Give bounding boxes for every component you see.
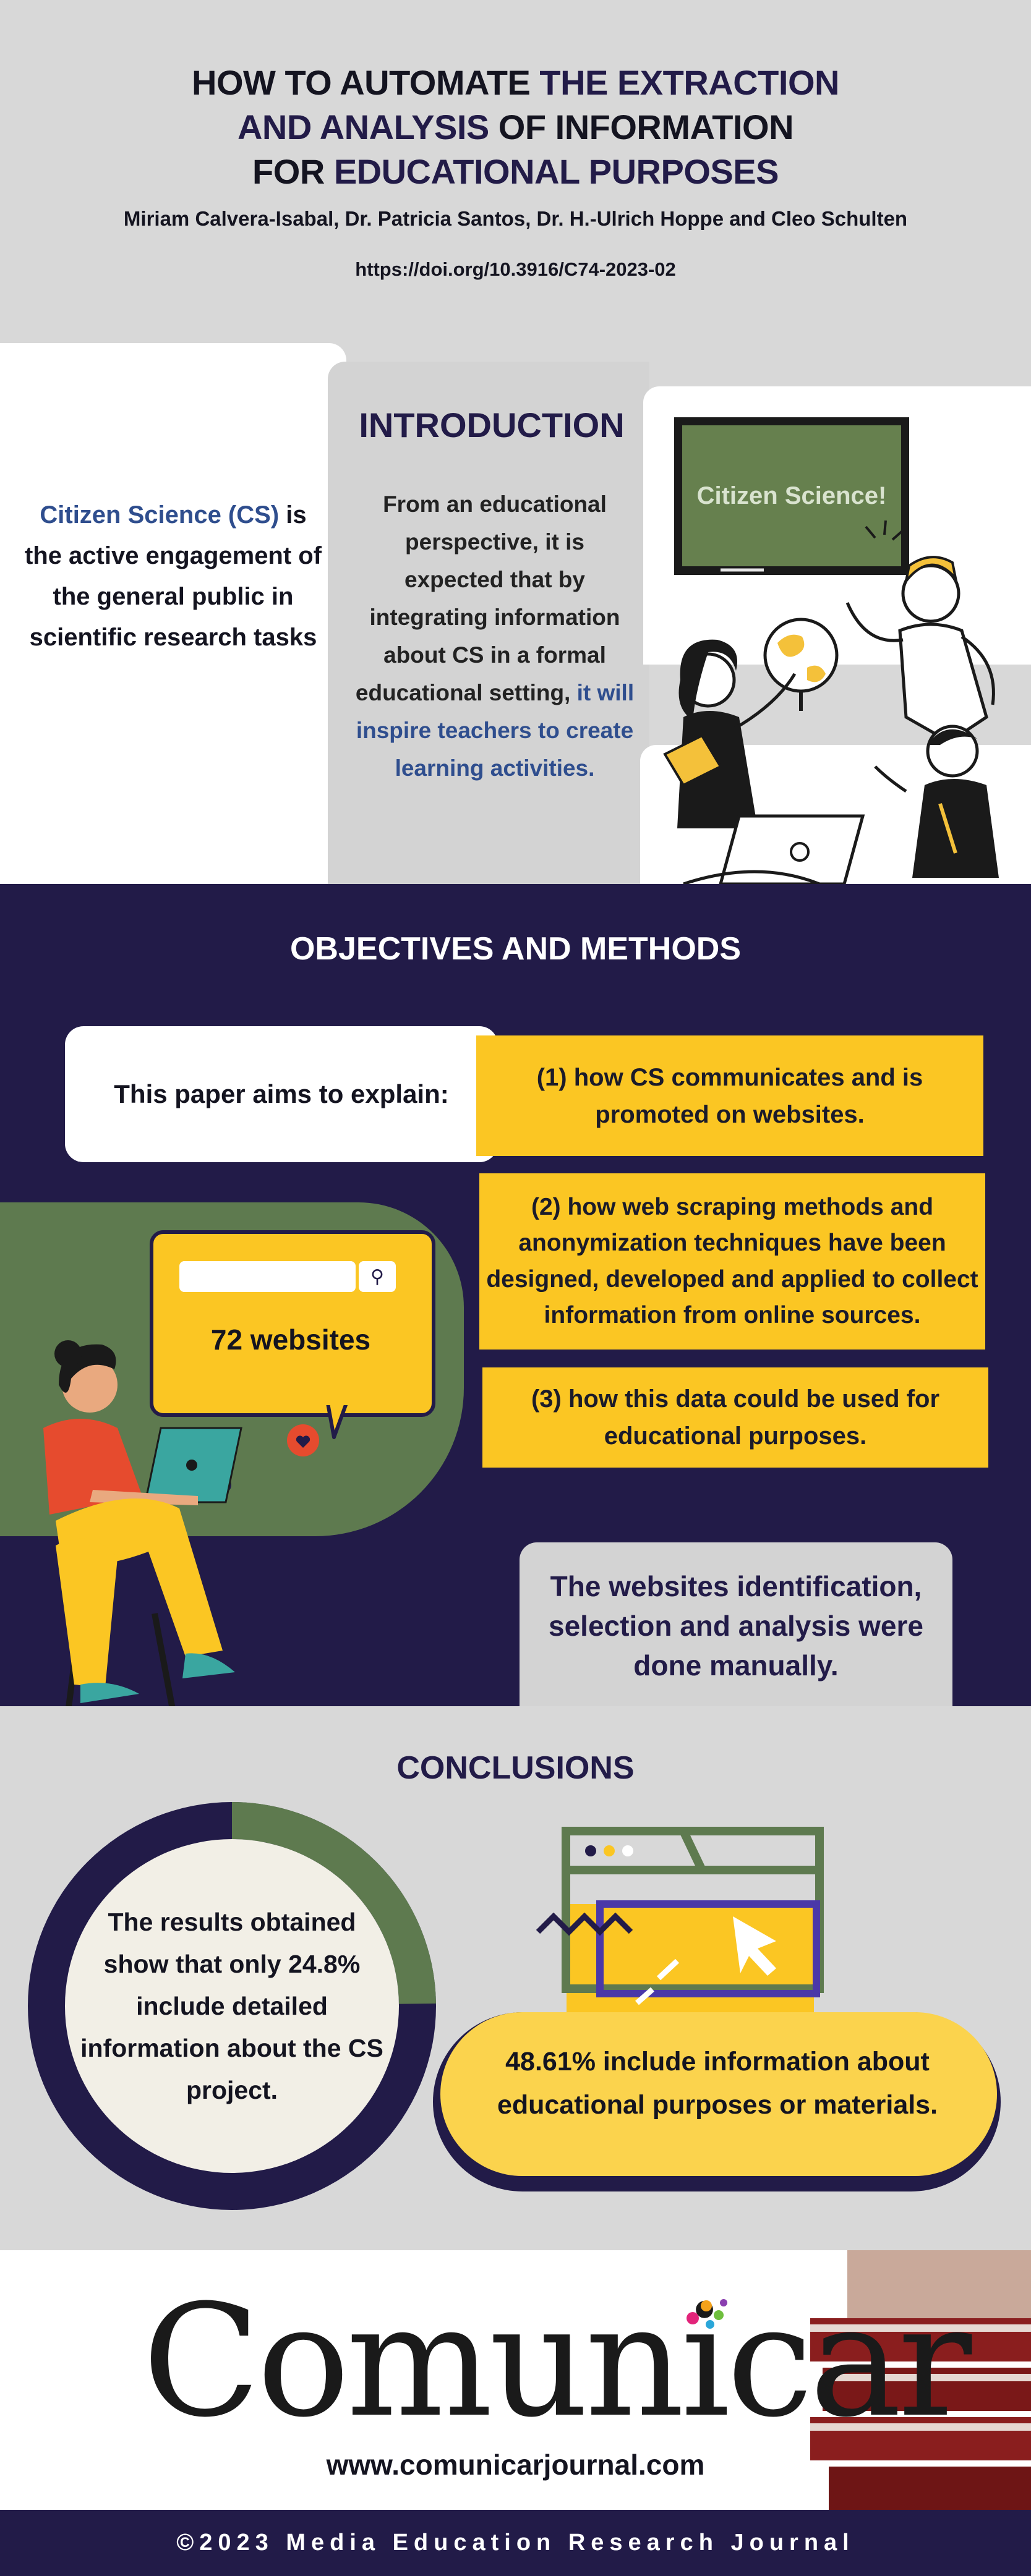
result-ring-progress-arc [28,1802,436,2210]
logo-dots-icon [687,2299,727,2329]
title-line3-dark: FOR [252,152,334,191]
title-line1-dark: HOW TO AUTOMATE [192,63,540,102]
page-title: HOW TO AUTOMATE THE EXTRACTION AND ANALY… [0,61,1031,194]
title-line2-dark: OF INFORMATION [489,108,794,147]
introduction-title: INTRODUCTION [359,406,625,444]
folder-icon [663,734,722,787]
student-body-icon [912,779,999,878]
introduction-text: From an educational perspective, it is e… [353,485,637,787]
comunicar-logo: Comunicar [142,2271,972,2451]
journal-website[interactable]: www.comunicarjournal.com [326,2449,705,2481]
speech-bubble-tail-icon [325,1403,350,1439]
definition-card [0,343,346,884]
objective-1: (1) how CS communicates and is promoted … [476,1035,983,1156]
objectives-title: OBJECTIVES AND METHODS [289,931,742,967]
objective-3: (3) how this data could be used for educ… [482,1367,988,1468]
aim-statement: This paper aims to explain: [65,1026,498,1162]
cursor-arrow-icon [733,1916,776,1976]
header-section [0,0,1031,346]
click-lines-icon [635,1958,680,2005]
result-2-pill [440,2012,997,2176]
person-with-laptop-illustration [43,1340,319,1712]
person-pants-icon [56,1498,223,1657]
person-shirt-icon [43,1419,142,1515]
title-line3-accent: EDUCATIONAL PURPOSES [333,152,779,191]
manual-analysis-note: The websites identification, selection a… [520,1542,952,1709]
result-ring-inner [65,1839,399,2173]
globe-icon [763,618,839,693]
chalkboard-icon [682,425,901,566]
window-dot-icon [585,1845,596,1856]
introduction-text-accent: it will inspire teachers to create learn… [356,680,635,781]
result-ring-progress [28,1802,436,2210]
search-input[interactable] [179,1261,356,1292]
introduction-panel [328,362,649,884]
cs-definition-term: Citizen Science (CS) [40,501,280,529]
websites-count: 72 websites [210,1324,371,1356]
title-line2-accent: AND ANALYSIS [237,108,489,147]
browser-window-illustration [536,1827,824,2021]
zigzag-icon [536,1912,633,1936]
title-line1-accent: THE EXTRACTION [539,63,839,102]
search-icon[interactable]: ⚲ [359,1261,396,1292]
teacher-man-body-icon [898,623,988,744]
pointer-burst-icon [865,520,904,541]
teachers-illustration: Citizen Science! [663,417,999,884]
conclusions-title: CONCLUSIONS [396,1750,635,1786]
result-2-text: 48.61% include information about educati… [497,2047,938,2120]
books-stack-illustration [810,2250,1031,2510]
authors: Miriam Calvera-Isabal, Dr. Patricia Sant… [123,207,908,230]
cs-definition-rest: is the active engagement of the general … [24,501,322,651]
objective-2: (2) how web scraping methods and anonymi… [479,1173,985,1350]
shoe-icon [182,1653,235,1678]
cs-definition: Citizen Science (CS) is the active engag… [19,495,328,658]
chalkboard-text: Citizen Science! [697,482,887,509]
result-1-text: The results obtained show that only 24.8… [80,1908,383,2104]
introduction-text-plain: From an educational perspective, it is e… [355,491,620,705]
copyright-bar: ©2023 Media Education Research Journal [0,2510,1031,2576]
doi-link[interactable]: https://doi.org/10.3916/C74-2023-02 [355,258,676,280]
